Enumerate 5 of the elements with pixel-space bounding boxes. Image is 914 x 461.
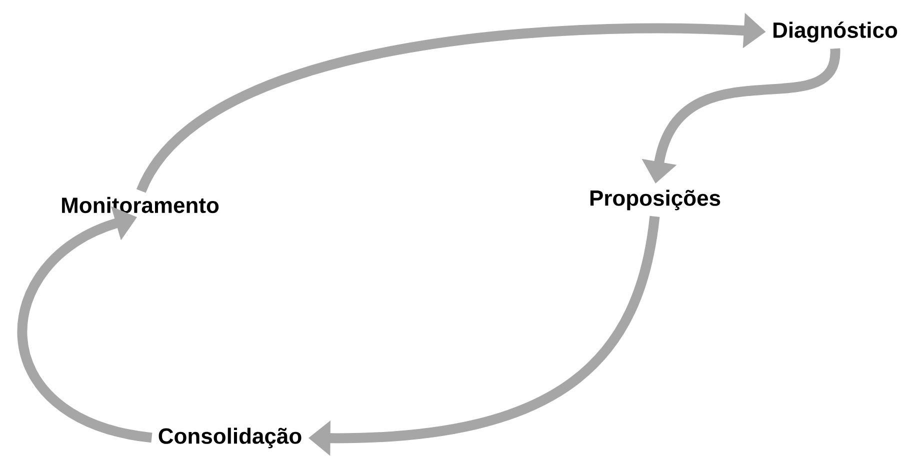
stage-label: Consolidação — [158, 428, 302, 448]
stage-label: Diagnóstico — [774, 22, 898, 42]
curved-arrow — [17, 206, 153, 443]
stage-label: Proposições — [590, 190, 720, 210]
stage-label: Monitoramento — [62, 196, 219, 214]
